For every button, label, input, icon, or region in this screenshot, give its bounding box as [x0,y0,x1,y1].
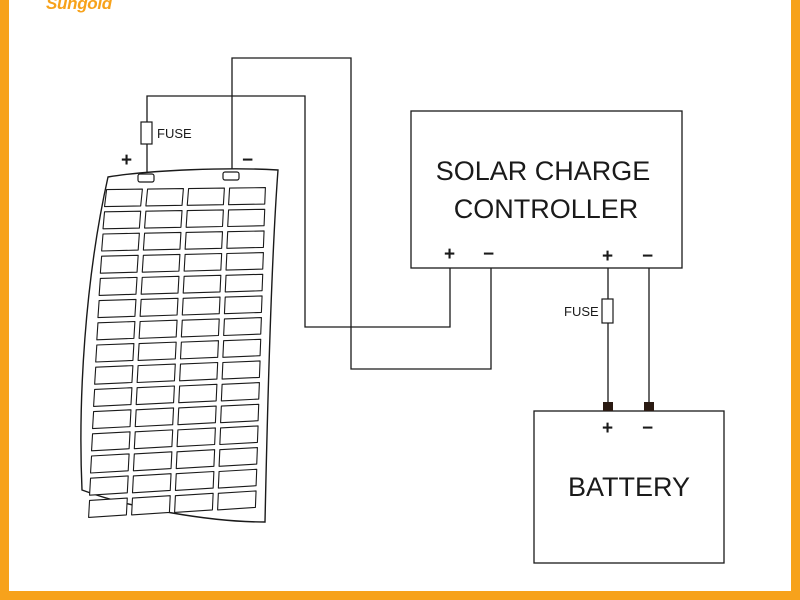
panel-junction-box-negative [222,171,240,181]
solar-cell [220,382,260,402]
solar-cell [226,230,265,249]
battery-terminal-positive [603,402,613,411]
solar-cell [176,427,216,448]
solar-cells [88,187,266,518]
solar-cell [131,473,172,494]
panel-negative-label: − [242,150,253,171]
solar-cell [137,341,177,361]
controller-title-line1: SOLAR CHARGE [436,156,651,186]
solar-cell [99,254,139,274]
solar-cell [101,232,140,252]
solar-cell [184,231,224,250]
solar-cell [139,297,179,317]
panel-fuse-label: FUSE [157,126,192,141]
controller-bat-positive-label: + [602,246,613,267]
battery-fuse-label: FUSE [564,304,599,319]
solar-cell [217,468,258,489]
solar-cell [222,338,262,358]
solar-cell [92,409,132,430]
solar-cell [221,360,261,380]
controller-pv-negative-label: − [483,244,494,265]
solar-cell [227,208,266,228]
battery-positive-label: + [602,418,613,439]
battery-fuse [601,298,614,324]
solar-cell [141,253,181,273]
panel-fuse [140,121,153,145]
solar-cell [88,497,128,518]
battery-negative-label: − [642,418,653,439]
solar-cell [133,429,174,450]
solar-cell [102,210,142,230]
battery-terminal-negative [644,402,654,411]
solar-cell [93,387,133,407]
solar-cell [96,320,136,341]
solar-cell [89,453,130,474]
solar-cell [180,318,220,338]
solar-cell [135,385,175,406]
solar-cell [224,273,264,293]
solar-cell [185,209,224,228]
solar-cell [228,187,266,206]
controller-title-line2: CONTROLLER [454,194,639,224]
solar-cell [179,340,220,360]
solar-cell [179,361,219,382]
solar-cell [144,209,183,229]
solar-cell [103,188,143,208]
solar-cell [218,447,258,467]
solar-cell [89,475,129,496]
solar-cell [181,296,221,316]
solar-cell [94,365,134,385]
solar-cell [140,275,180,295]
controller-pv-positive-label: + [444,244,455,265]
panel-junction-box-positive [137,173,155,183]
solar-panel [80,168,279,523]
solar-cell [97,298,137,319]
controller-bat-negative-label: − [642,246,653,267]
solar-cell [131,495,171,516]
solar-cell [174,470,215,492]
solar-cell [134,407,175,428]
solar-cell [182,274,222,294]
solar-cell [178,383,218,404]
solar-cell [175,449,216,470]
solar-cell [219,425,259,446]
brand-logo: Sungold [46,0,112,13]
solar-cell [136,363,176,384]
solar-cell [142,231,182,251]
solar-cell [220,403,260,424]
solar-cell [132,451,173,472]
solar-cell [186,187,225,206]
solar-cell [225,252,264,271]
solar-cell [95,343,135,363]
solar-cell [223,295,263,315]
solar-cell [177,405,217,426]
battery-title: BATTERY [568,472,690,502]
wire-panel-positive [146,95,451,328]
solar-cell [223,317,262,337]
solar-cell [138,319,178,339]
battery-box [533,410,725,564]
charge-controller-box [410,110,683,269]
solar-cell [90,431,131,452]
wire-panel-negative [231,57,492,370]
solar-cell [98,276,138,296]
solar-cell [145,188,184,207]
solar-cell [217,490,257,511]
solar-cell [183,252,223,272]
solar-cell [174,492,214,513]
panel-positive-label: + [121,150,132,171]
